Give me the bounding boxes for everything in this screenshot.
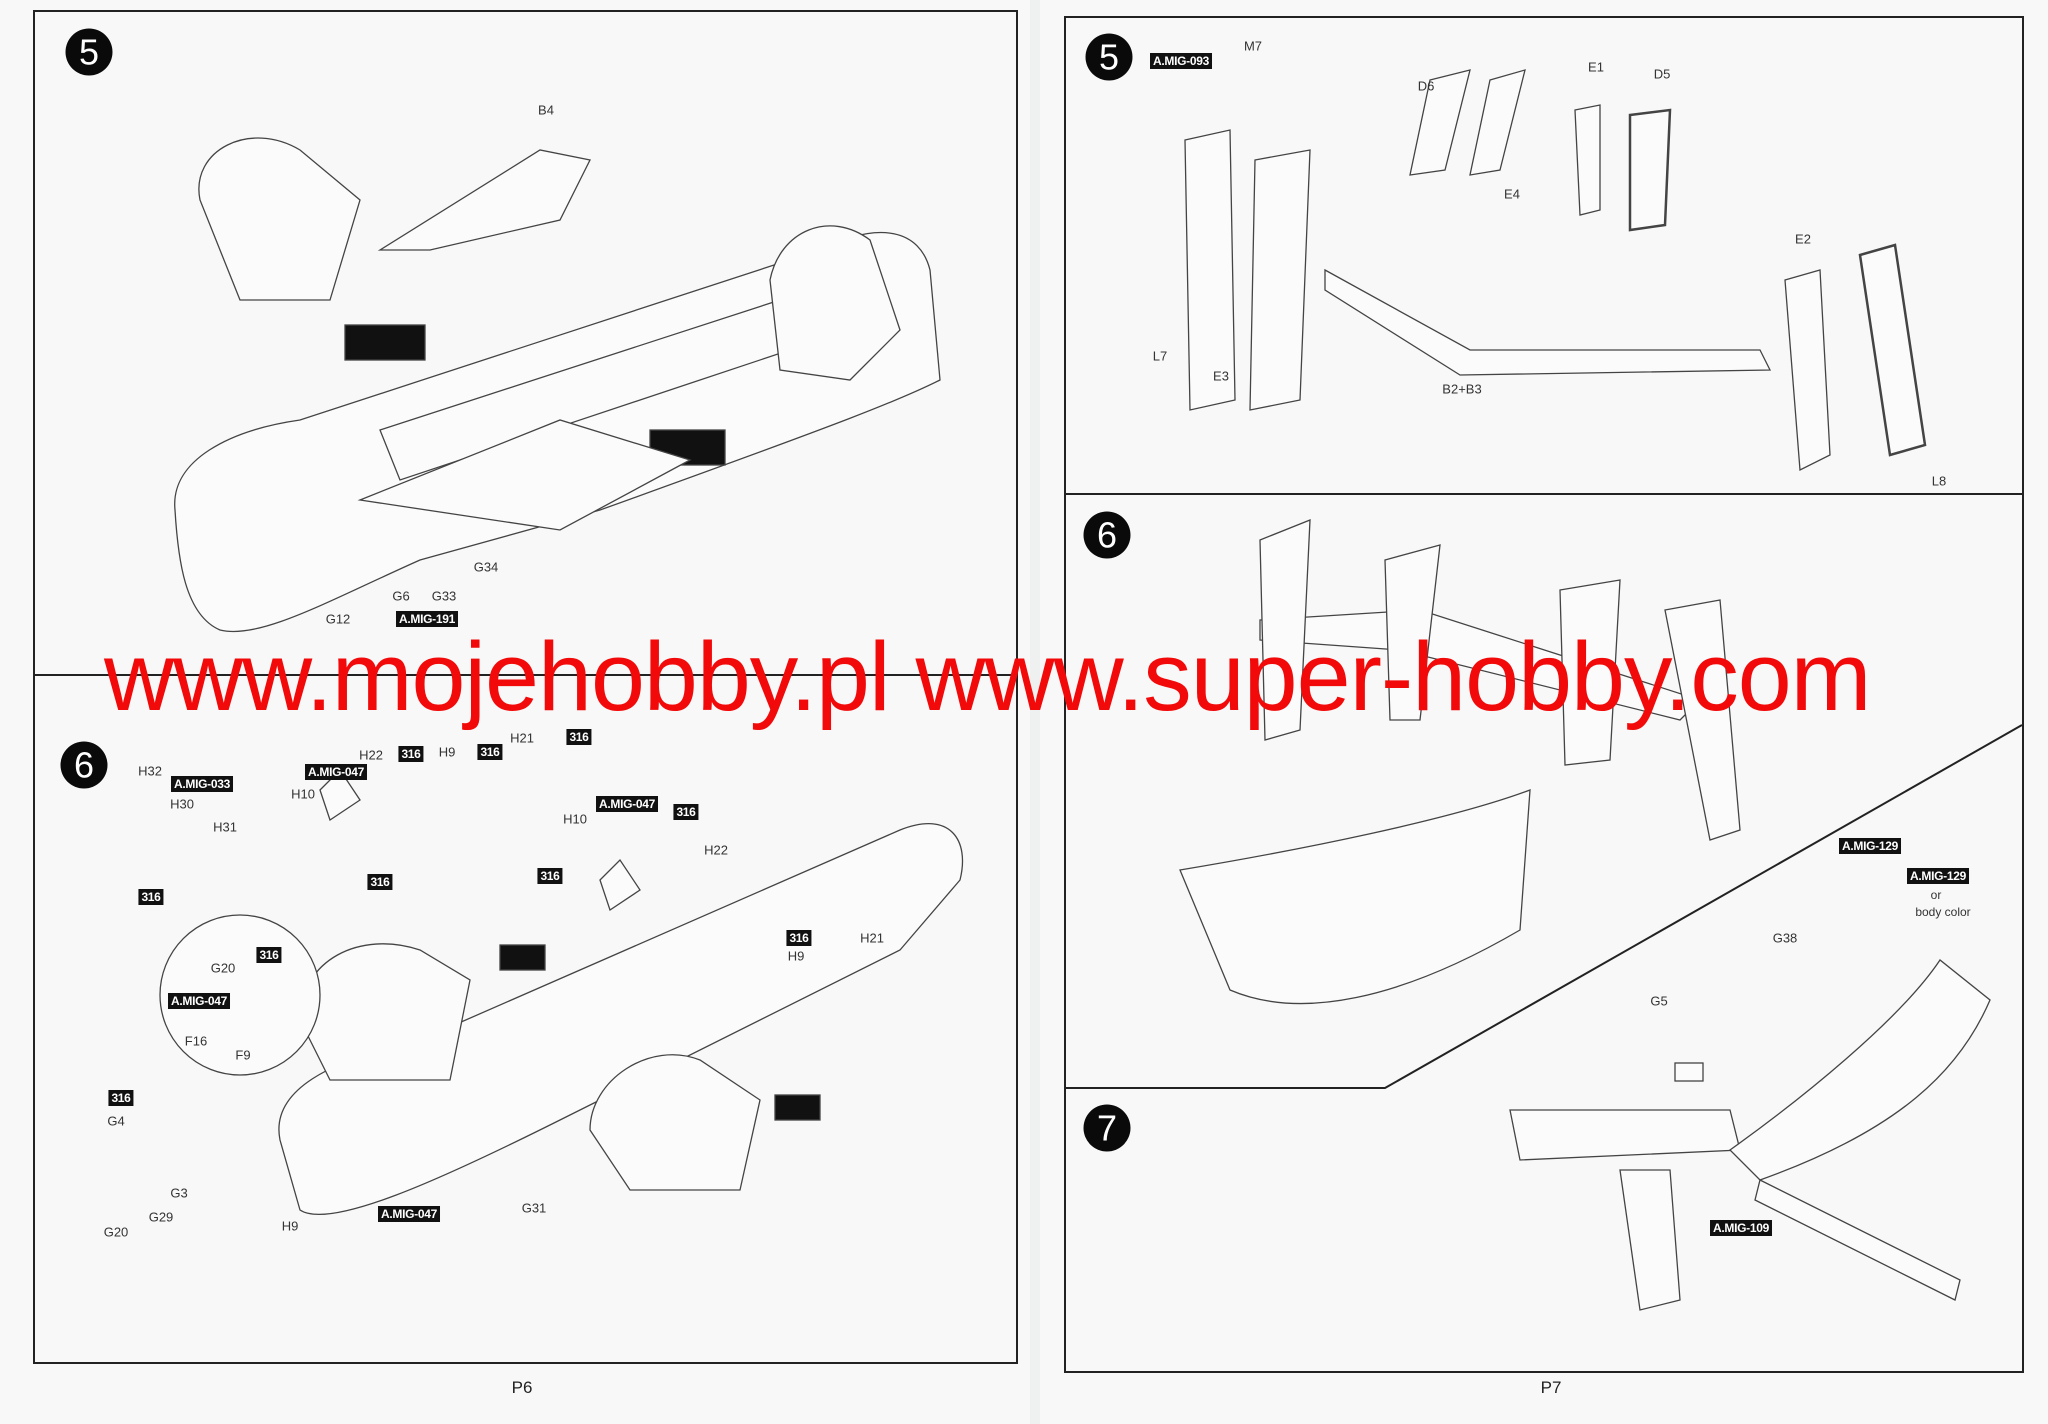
paint-note: or <box>1930 888 1942 902</box>
paint-badge: 316 <box>566 729 592 745</box>
part-label: H30 <box>170 796 194 812</box>
step5-tail-drawing <box>1184 69 1927 472</box>
part-label: H10 <box>563 811 587 827</box>
part-label: M7 <box>1243 38 1263 54</box>
part-label: B4 <box>538 102 554 118</box>
part-label: E1 <box>1588 59 1604 75</box>
part-label: E4 <box>1504 186 1520 202</box>
paint-badge: 316 <box>256 947 282 963</box>
part-label: D5 <box>1653 66 1671 82</box>
part-label: H10 <box>291 786 315 802</box>
paint-badge: A.MIG-109 <box>1710 1220 1772 1236</box>
part-label: G29 <box>148 1209 174 1225</box>
paint-note: body color <box>1915 905 1971 919</box>
paint-badge: A.MIG-047 <box>378 1206 440 1222</box>
paint-badge: A.MIG-093 <box>1150 53 1212 69</box>
part-label: G38 <box>1772 930 1798 946</box>
page-number: P7 <box>1540 1378 1562 1397</box>
watermark-text: www.mojehobby.pl www.super-hobby.com <box>104 622 1871 731</box>
part-label: F16 <box>184 1033 208 1049</box>
part-label: G33 <box>431 588 457 604</box>
step-number-5: 5 <box>1085 33 1133 81</box>
paint-badge: 316 <box>537 868 563 884</box>
part-label: G34 <box>473 559 499 575</box>
paint-badge: 316 <box>367 874 393 890</box>
paint-badge: 316 <box>786 930 812 946</box>
paint-badge: A.MIG-129 <box>1907 868 1969 884</box>
part-label: H9 <box>787 948 805 964</box>
part-label: F9 <box>235 1047 251 1063</box>
part-label: H31 <box>213 819 237 835</box>
step-number-6: 6 <box>1083 511 1131 559</box>
step6-tail-drawing <box>1179 519 1741 1005</box>
paint-badge: A.MIG-191 <box>396 611 458 627</box>
part-label: H22 <box>359 747 383 763</box>
paint-badge: 316 <box>138 889 164 905</box>
part-label: H21 <box>860 930 884 946</box>
paint-badge: A.MIG-033 <box>171 776 233 792</box>
part-label: G5 <box>1650 993 1668 1009</box>
paint-badge: A.MIG-129 <box>1839 838 1901 854</box>
step5-fuselage-drawing <box>174 137 941 633</box>
step-number-5: 5 <box>65 28 113 76</box>
part-label: H22 <box>704 842 728 858</box>
part-label: G4 <box>107 1113 125 1129</box>
left-page-frame <box>33 10 1018 1364</box>
part-label: B2+B3 <box>1442 381 1482 397</box>
paint-badge: A.MIG-047 <box>596 796 658 812</box>
part-label: G31 <box>521 1200 547 1216</box>
step-number-7: 7 <box>1083 1104 1131 1152</box>
part-label: G20 <box>103 1224 129 1240</box>
step-number-6: 6 <box>60 741 108 789</box>
part-label: G12 <box>325 611 351 627</box>
step7-tail-drawing <box>1509 959 1991 1311</box>
part-label: E3 <box>1213 368 1229 384</box>
part-label: L7 <box>1152 348 1168 364</box>
paint-badge: A.MIG-047 <box>305 764 367 780</box>
part-label: H32 <box>138 763 162 779</box>
paint-badge: A.MIG-047 <box>168 993 230 1009</box>
part-label: G3 <box>170 1185 188 1201</box>
part-label: E2 <box>1795 231 1811 247</box>
part-label: L8 <box>1931 473 1947 489</box>
part-label: H9 <box>438 744 456 760</box>
paint-badge: 316 <box>673 804 699 820</box>
step6-fuselage-drawing <box>159 768 964 1216</box>
page-number: P6 <box>511 1378 533 1397</box>
paint-badge: 316 <box>398 746 424 762</box>
right-diagonal-divider <box>1064 724 2023 1089</box>
part-label: H9 <box>281 1218 299 1234</box>
part-label: G20 <box>210 960 236 976</box>
right-page-frame <box>1064 16 2024 1373</box>
part-label: G6 <box>392 588 410 604</box>
paint-badge: 316 <box>108 1090 134 1106</box>
paint-badge: 316 <box>477 744 503 760</box>
part-label: D6 <box>1417 78 1435 94</box>
part-label: H21 <box>510 730 534 746</box>
